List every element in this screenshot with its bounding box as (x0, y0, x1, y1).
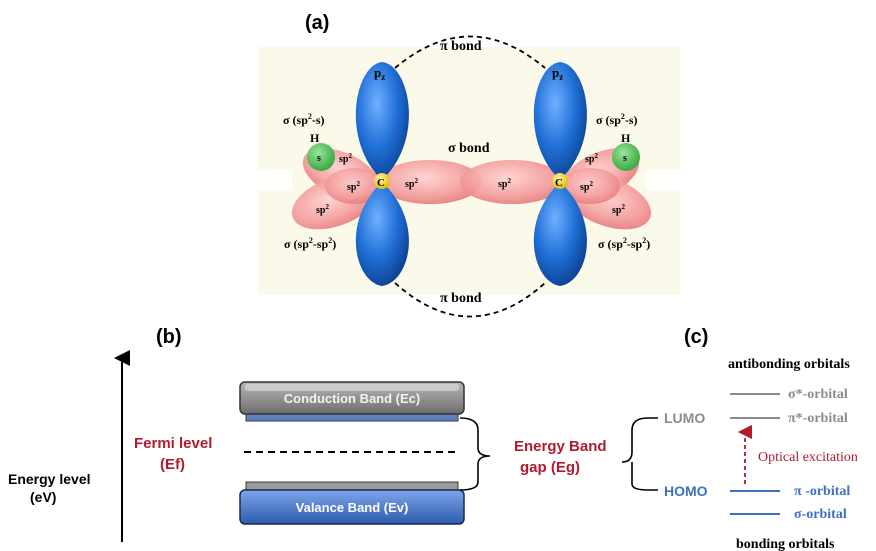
homo-label: HOMO (664, 483, 708, 499)
band-gap-label-line1: Energy Band (514, 438, 607, 455)
s-label-left: s (317, 153, 321, 164)
pz-label-right: pz (552, 65, 563, 82)
sp2-label: sp2 (405, 177, 418, 190)
sp2-label: sp2 (612, 203, 625, 216)
sp2-labels: sp2 sp2 sp2 sp2 sp2 sp2 sp2 sp2 (316, 152, 625, 216)
band-gap-label-line2: gap (Eg) (520, 459, 580, 476)
pi-bond-top-label: π bond (440, 39, 482, 54)
sp2-lobe-left-middle (325, 168, 385, 204)
optical-excitation-label: Optical excitation (758, 450, 858, 465)
sigma-sp2-s-label-right: σ (sp2-s) (596, 112, 638, 127)
pi-bond-arc-bottom (394, 282, 546, 318)
carbon-atom-left (374, 173, 390, 189)
conduction-band-label: Conduction Band (Ec) (284, 391, 421, 406)
sigma-bond-label: σ bond (448, 141, 490, 156)
sigma-bond-lobe-right (460, 160, 564, 204)
fermi-level-label-line2: (Ef) (160, 456, 185, 473)
pi-bond-arc-top (394, 35, 546, 69)
valence-band-label: Valance Band (Ev) (296, 500, 409, 515)
sigma-sp2-sp2-label-left: σ (sp2-sp2) (284, 236, 336, 251)
valence-band: Valance Band (Ev) (239, 481, 465, 525)
antibonding-heading: antibonding orbitals (728, 357, 850, 372)
sp2-label: sp2 (347, 180, 360, 193)
sp2-label: sp2 (585, 152, 598, 165)
energy-axis-label-line1: Energy level (8, 471, 91, 487)
pz-lobe-left-upper (355, 62, 409, 180)
sigma-sp2-sp2-label-right: σ (sp2-sp2) (598, 236, 650, 251)
sigma-label: σ-orbital (794, 507, 847, 522)
energy-axis-label-line2: (eV) (30, 489, 56, 505)
lumo-homo-brace (621, 417, 658, 491)
sigma-bond-lobe-left (378, 160, 482, 204)
carbon-atom-right (552, 173, 568, 189)
carbon-label-left: C (377, 177, 385, 189)
pz-lobe-right-lower (533, 182, 587, 286)
sigma-star-label: σ*-orbital (788, 387, 848, 402)
s-orbital-right (612, 143, 640, 171)
panel-a-label: (a) (305, 12, 329, 34)
pi-bond-bottom-label: π bond (440, 291, 482, 306)
panel-c: (c) antibonding orbitals σ*-orbital LUMO… (664, 326, 858, 551)
bonding-heading: bonding orbitals (736, 537, 835, 551)
conduction-band: Conduction Band (Ec) (239, 381, 465, 422)
panel-b-label: (b) (156, 326, 182, 348)
sp2-label: sp2 (580, 180, 593, 193)
panel-c-label: (c) (684, 326, 708, 348)
sp2-label: sp2 (316, 203, 329, 216)
pz-label-left: pz (374, 65, 385, 82)
sp2-label: sp2 (498, 177, 511, 190)
hydrogen-label-right: H (621, 131, 631, 145)
pi-star-label: π*-orbital (788, 411, 848, 426)
panel-b: (b) Energy level (eV) Conduction Band (E… (8, 326, 658, 542)
valence-band-bar (239, 489, 465, 525)
hydrogen-label-left: H (310, 131, 320, 145)
pi-label: π -orbital (794, 484, 850, 499)
band-gap-brace (459, 417, 491, 491)
fermi-level-label-line1: Fermi level (134, 435, 212, 452)
lumo-label: LUMO (664, 410, 705, 426)
pz-lobe-left-lower (355, 182, 409, 286)
sigma-sp2-s-label-left: σ (sp2-s) (283, 112, 325, 127)
pz-lobe-right-upper (533, 62, 587, 180)
sp2-lobe-right-middle (560, 168, 620, 204)
s-label-right: s (623, 153, 627, 164)
panel-a: (a) π bond π bond C C pz (228, 12, 695, 318)
carbon-label-right: C (555, 177, 563, 189)
sp2-label: sp2 (339, 152, 352, 165)
s-orbital-left (307, 143, 335, 171)
